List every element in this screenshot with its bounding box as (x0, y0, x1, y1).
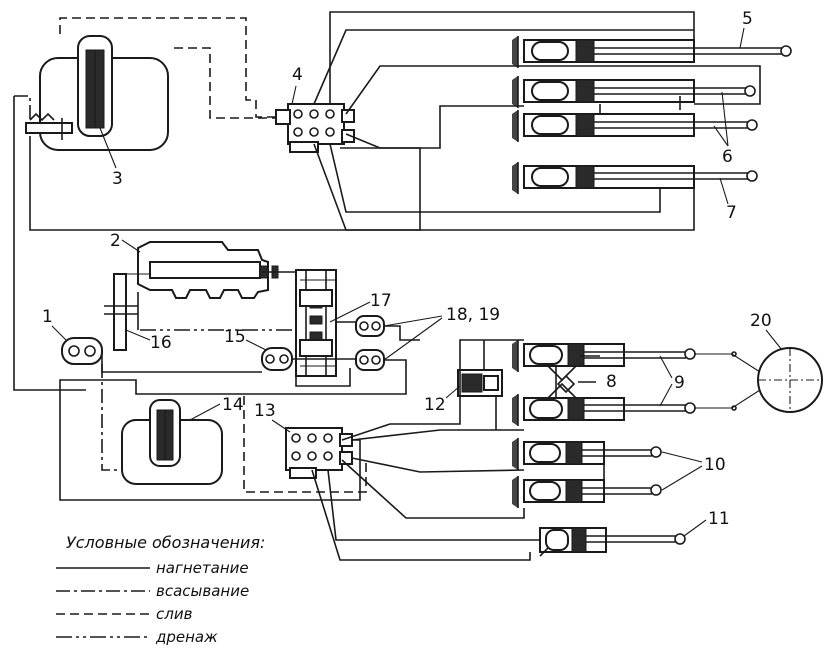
distributor-4 (275, 103, 355, 153)
label-13: 13 (254, 401, 276, 421)
label-12: 12 (424, 395, 446, 415)
cylinder-9a (512, 340, 696, 372)
label-8: 8 (606, 372, 617, 392)
label-14: 14 (222, 395, 244, 415)
cylinder-7 (512, 162, 758, 194)
legend-label-pressure: нагнетание (156, 559, 249, 577)
cylinder-6a (512, 76, 756, 108)
number-labels: 1 2 3 4 5 6 7 8 9 10 11 12 13 14 15 16 1… (42, 9, 783, 537)
pipes-top (13, 11, 761, 391)
legend-title: Условные обозначения: (66, 533, 265, 552)
label-2: 2 (110, 231, 121, 251)
label-6: 6 (722, 147, 733, 167)
label-18-19: 18, 19 (446, 305, 500, 325)
tank-valve (25, 112, 73, 140)
legend-label-suction: всасывание (156, 582, 249, 600)
label-11: 11 (708, 509, 730, 529)
drive-shaft-16 (104, 273, 139, 351)
label-9: 9 (674, 373, 685, 393)
cylinder-10b (512, 476, 662, 508)
pump-15 (261, 347, 293, 371)
legend-label-leakage: дренаж (155, 628, 218, 646)
pump-19 (355, 349, 385, 371)
pump-1 (61, 337, 103, 365)
tank-14 (121, 399, 223, 485)
throttle-8 (547, 365, 596, 399)
label-3: 3 (112, 169, 123, 189)
label-15: 15 (224, 327, 246, 347)
label-1: 1 (42, 307, 53, 327)
cylinder-9b (512, 394, 696, 426)
cylinder-10a (512, 438, 662, 470)
pipes-middle (59, 321, 420, 501)
cylinder-5 (512, 36, 792, 68)
valve-block-17 (295, 269, 337, 377)
legend-label-drain: слив (156, 605, 193, 623)
label-5: 5 (742, 9, 753, 29)
label-20: 20 (750, 311, 772, 331)
label-7: 7 (726, 203, 737, 223)
distributor-13 (285, 427, 353, 479)
wheel-20 (694, 347, 823, 413)
cylinder-6b (512, 110, 758, 142)
label-4: 4 (292, 65, 303, 85)
pump-2 (124, 241, 300, 299)
legend: Условные обозначения: нагнетание всасыва… (56, 533, 265, 646)
pipes-bottom (311, 339, 605, 561)
label-17: 17 (370, 291, 392, 311)
pump-18 (355, 315, 385, 337)
label-16: 16 (150, 333, 172, 353)
label-10: 10 (704, 455, 726, 475)
valve-12 (457, 369, 503, 397)
cylinder-11 (539, 527, 686, 557)
